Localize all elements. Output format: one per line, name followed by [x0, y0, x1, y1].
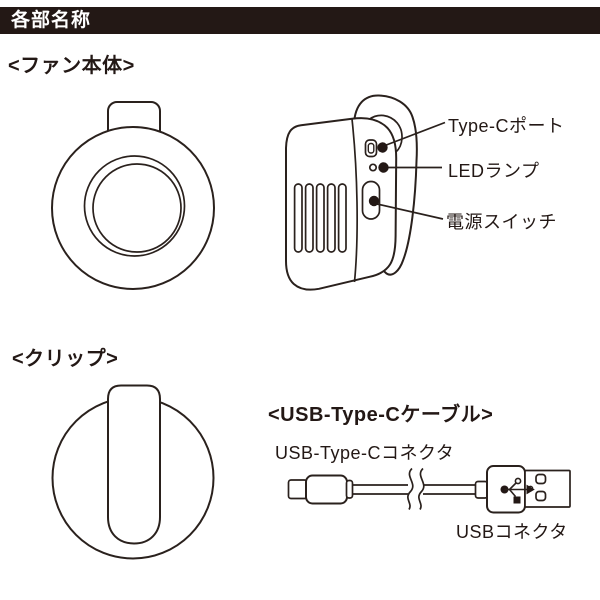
cable-line	[352, 484, 476, 495]
led-hole-icon	[368, 163, 378, 172]
page-title-bar: 各部名称	[0, 7, 600, 34]
callout-label-usb-type-c-connector: USB-Type-Cコネクタ	[275, 443, 455, 463]
usb-a-shell-hole	[535, 473, 547, 485]
fan-side-illustration	[285, 94, 446, 291]
leader-line-type-c-port	[384, 121, 446, 147]
callout-dot-led-lamp	[378, 162, 389, 173]
usb-trident-icon	[500, 477, 535, 504]
type-c-port-icon	[364, 139, 378, 158]
type-c-connector-body	[305, 474, 348, 505]
leader-line-power-switch	[376, 203, 444, 220]
fan-front-illustration	[51, 101, 215, 290]
usb-a-plug	[474, 465, 571, 514]
section-label-fan-body: <ファン本体>	[8, 55, 135, 77]
clip-bar	[107, 384, 161, 545]
callout-label-usb-connector: USBコネクタ	[456, 522, 568, 542]
fan-inner-ring	[83, 155, 186, 257]
vent-slot	[337, 183, 347, 253]
cable-break-mark	[407, 467, 425, 510]
vent-slot	[293, 183, 303, 253]
callout-label-power-switch: 電源スイッチ	[446, 212, 557, 232]
callout-leaders	[368, 121, 446, 220]
callout-dot-type-c-port	[377, 142, 388, 153]
callout-label-led-lamp: LEDランプ	[448, 161, 540, 181]
page-title: 各部名称	[11, 10, 92, 31]
usb-a-strain-relief	[474, 480, 489, 499]
section-label-clip: <クリップ>	[12, 348, 119, 370]
clip-illustration	[51, 384, 215, 560]
usb-a-shell-hole	[535, 490, 547, 502]
callout-dot-power-switch	[368, 195, 380, 207]
fan-outer-ring	[51, 126, 215, 290]
section-label-usb-cable: <USB-Type-Cケーブル>	[268, 404, 494, 426]
type-c-strain-relief	[345, 479, 354, 499]
vent-slot	[326, 183, 336, 253]
type-c-plug-tip	[287, 479, 308, 500]
fan-side-face-divider	[351, 118, 358, 283]
cable-illustration	[287, 465, 571, 514]
type-c-plug	[287, 474, 354, 505]
vent-slots	[293, 183, 347, 253]
vent-slot	[304, 183, 314, 253]
callout-label-type-c-port: Type-Cポート	[448, 116, 565, 136]
vent-slot	[315, 183, 325, 253]
fan-center-circle	[92, 163, 182, 253]
